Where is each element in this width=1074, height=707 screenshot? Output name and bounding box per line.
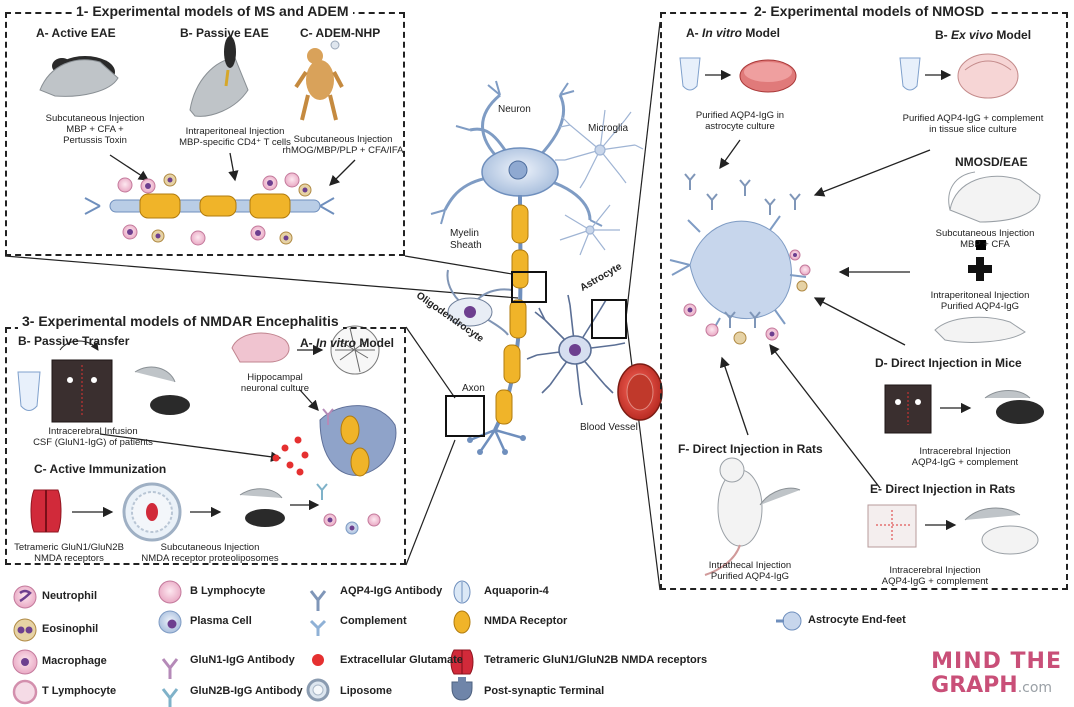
legend-item: Astrocyte End-feet [808,614,906,626]
direct-injection-mice-title: D- Direct Injection in Mice [875,356,1022,370]
legend-icons [12,580,802,707]
legend-item: B Lymphocyte [190,585,266,597]
legend-item: NMDA Receptor [484,615,568,627]
mind-the-graph-logo: MIND THE GRAPH.com [931,649,1062,698]
panel-title: 3- Experimental models of NMDAR Encephal… [18,313,343,329]
blood-vessel-label: Blood Vessel [580,422,638,433]
passive-transfer-title: B- Passive Transfer [18,334,130,348]
axon-label: Axon [462,383,485,394]
legend-item: GluN2B-IgG Antibody [190,685,303,697]
passive-eae-title: B- Passive EAE [180,26,269,40]
legend-item: Eosinophil [42,623,99,635]
myelin-zoom-box [511,271,547,303]
nmosd-eae-title: NMOSD/EAE [955,155,1028,169]
legend-item: T Lymphocyte [42,685,117,697]
microglia-illustration [555,109,644,256]
legend-item: AQP4-IgG Antibody [340,585,443,597]
legend-item: GluN1-IgG Antibody [190,654,295,666]
astrocyte-illustration [526,294,626,406]
in-vitro-model-title: A- In vitro Model [300,336,395,350]
microglia-label: Microglia [588,123,629,134]
legend-item: Plasma Cell [190,615,252,627]
panel2-artwork [669,53,1044,576]
legend-item: Extracellular Glutamate [340,654,463,666]
connector-lines [4,21,661,591]
panel-title: 1- Experimental models of MS and ADEM [72,3,353,19]
direct-injection-rats-f-title: F- Direct Injection in Rats [678,442,823,456]
panel1-artwork [39,36,356,246]
legend-item: Macrophage [42,655,107,667]
direct-injection-rats-e-title: E- Direct Injection in Rats [870,482,1016,496]
adem-nhp-title: C- ADEM-NHP [300,26,381,40]
panel3-artwork [17,325,397,542]
legend-item: Aquaporin-4 [484,585,549,597]
ex-vivo-model-title: B- Ex vivo Model [935,28,1032,42]
active-immunization-title: C- Active Immunization [34,462,167,476]
synapse-zoom-box [445,395,485,437]
legend-item: Neutrophil [42,590,97,602]
blood-vessel-illustration [617,363,663,421]
active-eae-title: A- Active EAE [36,26,116,40]
neuron-label: Neuron [498,104,531,115]
legend-item: Tetrameric GluN1/GluN2B NMDA receptors [484,654,708,666]
legend-item: Liposome [340,685,392,697]
legend-item: Post-synaptic Terminal [484,685,605,697]
panel-title: 2- Experimental models of NMOSD [750,3,989,19]
oligodendrocyte-illustration [446,269,513,336]
in-vitro-model-title: A- In vitro Model [686,26,781,40]
neuron-illustration [430,80,603,455]
astrocyte-zoom-box [591,299,627,339]
legend-item: Complement [340,615,407,627]
